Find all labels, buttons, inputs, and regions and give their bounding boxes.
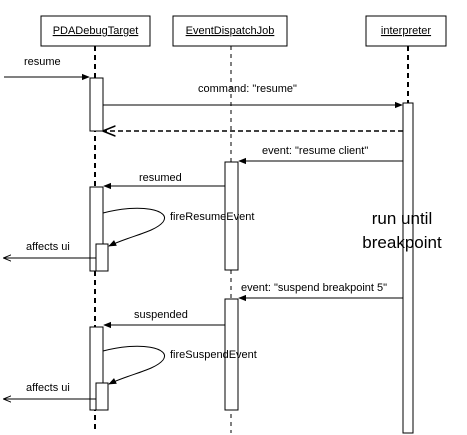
msg-resume-label: resume (24, 56, 61, 68)
msg-fire-suspend-event-label: fireSuspendEvent (170, 349, 257, 361)
participant-interp: interpreter (365, 15, 447, 47)
activation-job-1 (224, 161, 239, 271)
msg-event-suspend-label: event: "suspend breakpoint 5" (241, 282, 387, 294)
msg-event-resume-client-label: event: "resume client" (262, 145, 368, 157)
participant-pda-label: PDADebugTarget (53, 25, 139, 37)
activation-pda-3-nested (95, 382, 109, 411)
participant-job: EventDispatchJob (172, 15, 288, 47)
participant-pda: PDADebugTarget (40, 15, 151, 47)
note-line-2: breakpoint (362, 233, 442, 252)
activation-pda-2-nested (95, 243, 109, 272)
msg-affects-ui-2-label: affects ui (26, 382, 70, 394)
participant-interp-label: interpreter (381, 25, 431, 37)
msg-fire-resume-event-arrow (102, 207, 166, 247)
msg-resumed-label: resumed (139, 172, 182, 184)
msg-command-resume-label: command: "resume" (198, 83, 297, 95)
participant-job-label: EventDispatchJob (186, 25, 275, 37)
msg-fire-suspend-event-arrow (102, 345, 166, 385)
msg-affects-ui-1-label: affects ui (26, 241, 70, 253)
msg-fire-resume-event-label: fireResumeEvent (170, 211, 254, 223)
note-line-1: run until (372, 209, 432, 228)
activation-job-2 (224, 298, 239, 411)
activation-interp (402, 102, 414, 434)
activation-pda-1 (89, 77, 104, 132)
msg-suspended-label: suspended (134, 309, 188, 321)
